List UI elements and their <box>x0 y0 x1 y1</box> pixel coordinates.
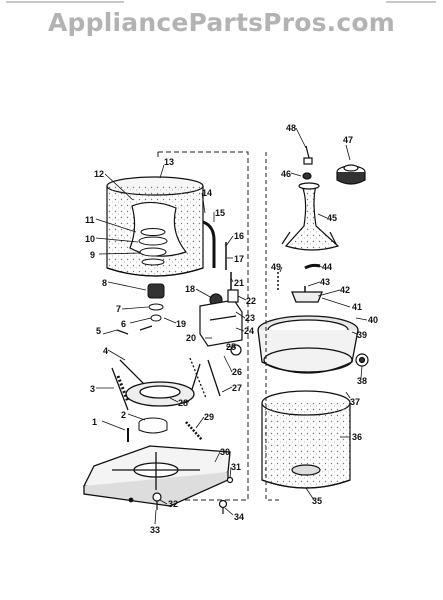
callout: 17 <box>234 254 244 264</box>
header-rule-left <box>6 1 124 3</box>
fill-hose <box>277 263 321 294</box>
softener-cap-47 <box>336 164 366 185</box>
callout: 34 <box>234 512 244 522</box>
header-rule-right <box>386 1 436 3</box>
callout: 20 <box>186 333 196 343</box>
callout: 33 <box>150 525 160 535</box>
callout: 42 <box>340 285 350 295</box>
callout: 25 <box>226 342 236 352</box>
callout: 44 <box>322 262 332 272</box>
callout: 29 <box>204 412 214 422</box>
base-frame-28 <box>111 357 221 411</box>
small-pins <box>116 325 153 335</box>
dashed-boundary <box>157 151 249 501</box>
callout: 48 <box>286 123 296 133</box>
callout: 4 <box>103 346 108 356</box>
callout: 37 <box>350 397 360 407</box>
callout: 38 <box>357 376 367 386</box>
pump-bracket <box>199 289 243 356</box>
watermark: AppliancePartsPros.com <box>47 8 396 37</box>
callout: 1 <box>92 417 97 427</box>
callout: 21 <box>234 278 244 288</box>
callout: 9 <box>90 250 95 260</box>
callout: 11 <box>85 215 95 225</box>
callout: 28 <box>178 398 188 408</box>
callout-labels: 1 2 3 4 5 6 7 8 9 10 11 12 13 14 15 16 1… <box>85 123 378 535</box>
tub-ring-39 <box>257 291 359 374</box>
callout: 47 <box>343 135 353 145</box>
callout: 23 <box>245 313 255 323</box>
callout: 35 <box>312 496 322 506</box>
callout: 6 <box>121 319 126 329</box>
callout: 26 <box>232 367 242 377</box>
callout: 43 <box>320 277 330 287</box>
callout: 19 <box>176 319 186 329</box>
callout: 36 <box>352 432 362 442</box>
callout: 18 <box>185 284 195 294</box>
callout: 12 <box>94 169 104 179</box>
callout: 32 <box>168 499 178 509</box>
callout: 39 <box>357 330 367 340</box>
callout: 40 <box>368 315 378 325</box>
callout: 46 <box>281 169 291 179</box>
callout: 7 <box>116 304 121 314</box>
callout: 8 <box>102 278 107 288</box>
callout: 31 <box>231 462 241 472</box>
spin-basket-36 <box>261 390 351 489</box>
callout: 15 <box>215 208 225 218</box>
seal-parts <box>138 228 168 266</box>
callout: 3 <box>90 384 95 394</box>
drive-parts <box>147 283 165 322</box>
callout: 2 <box>121 410 126 420</box>
spring-29 <box>185 421 203 441</box>
callout: 45 <box>327 213 337 223</box>
callout: 16 <box>234 231 244 241</box>
base-plate-30 <box>83 445 231 507</box>
leader-lines <box>95 127 368 525</box>
callout: 13 <box>164 157 174 167</box>
callout: 49 <box>271 262 281 272</box>
callout: 10 <box>85 234 95 244</box>
knob-38 <box>355 353 369 367</box>
callout: 41 <box>352 302 362 312</box>
callout: 14 <box>202 188 212 198</box>
agitator-45 <box>281 145 340 251</box>
callout: 22 <box>246 296 256 306</box>
callout: 24 <box>244 326 254 336</box>
hub-2 <box>127 417 168 442</box>
hose-15 <box>202 220 216 268</box>
callout: 30 <box>220 447 230 457</box>
callout: 5 <box>96 326 101 336</box>
callout: 27 <box>232 383 242 393</box>
